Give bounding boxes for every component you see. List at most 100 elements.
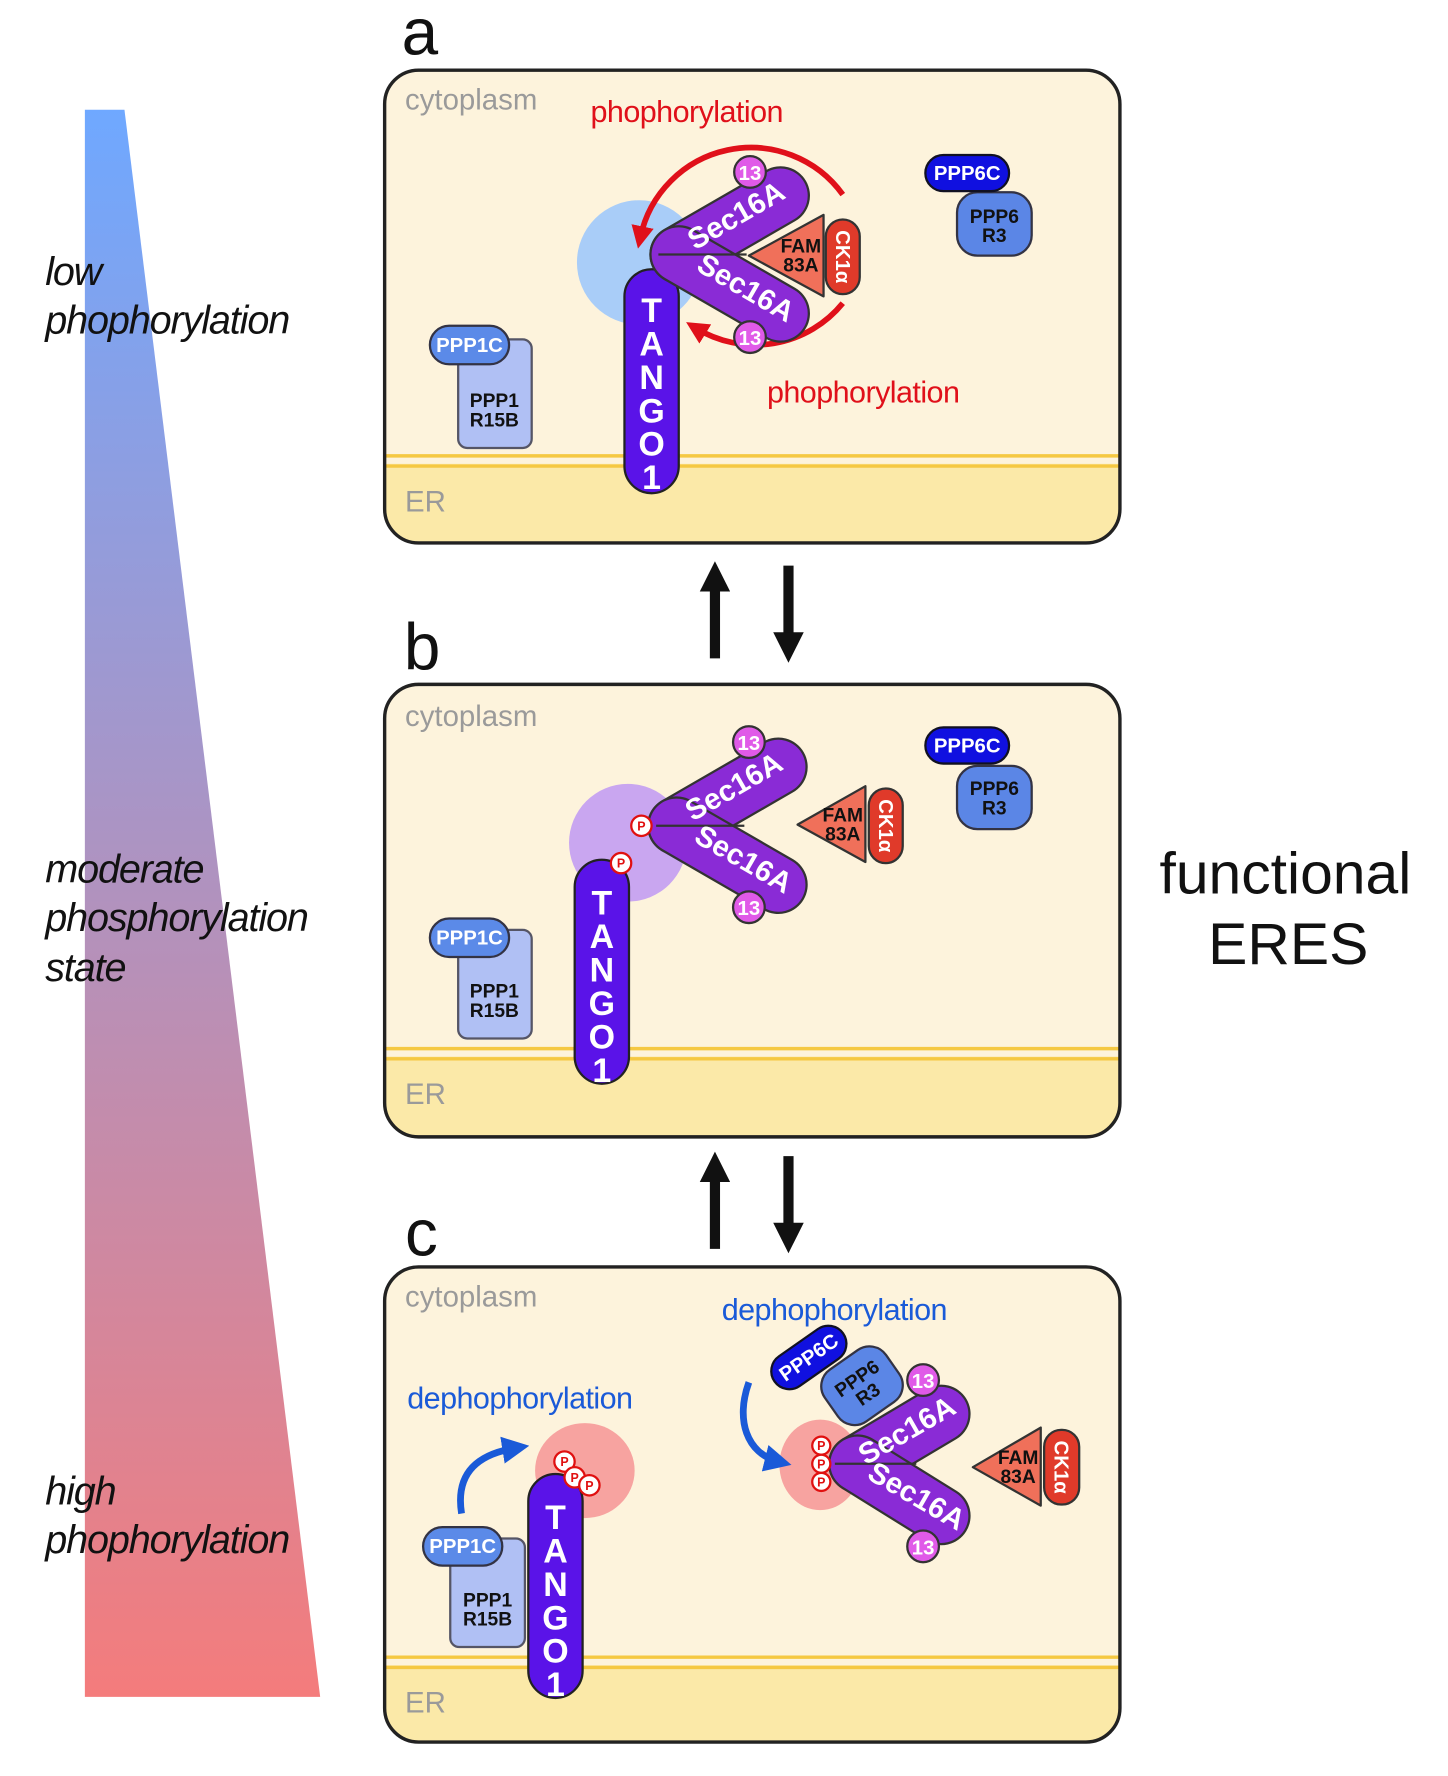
phospho-site: P — [609, 851, 633, 875]
phospho-label: P — [817, 1439, 825, 1453]
panel-b: b cytoplasm ER PPP1 R15B PPP1C PPP6 R3 P… — [382, 611, 1122, 1139]
ppp6r3: PPP6 R3 — [820, 1345, 904, 1427]
label-low: low — [45, 250, 105, 294]
label-high: high — [45, 1470, 115, 1514]
ck1a-label: CK1α — [1049, 1441, 1071, 1495]
ppp1r15b-label: R15B — [470, 410, 519, 431]
er-lumen — [384, 1056, 1120, 1137]
label-low-2: phophorylation — [44, 299, 289, 343]
fam83a-label: FAM — [822, 805, 863, 826]
phospho-label: P — [585, 1479, 593, 1493]
ppp1r15b-label: PPP1 — [470, 391, 519, 412]
phospho-label: P — [560, 1455, 568, 1469]
ppp1r15b-label: PPP1 — [470, 982, 519, 1003]
tango1-label: TANGO1 — [536, 1499, 574, 1700]
equilibrium-arrows-ab — [699, 561, 804, 663]
ppp1c-label: PPP1C — [436, 928, 503, 950]
ppp1c-label: PPP1C — [436, 335, 503, 357]
domain-13-label: 13 — [738, 898, 761, 920]
ppp1r15b-label: PPP1 — [463, 1590, 512, 1611]
sec16a-dimer: Sec16A Sec16A 13 13 — [647, 725, 808, 925]
fam83a — [747, 213, 825, 298]
ppp6r3-label: R3 — [982, 226, 1007, 247]
er-lumen — [384, 463, 1120, 543]
phospho-site: P — [578, 1473, 601, 1497]
domain-13-label: 13 — [739, 328, 762, 350]
low-phosphorylation-label: low phophorylation — [44, 250, 290, 343]
tango1 — [527, 1472, 584, 1700]
functional-label: functional — [1160, 842, 1412, 907]
ppp1r15b-label: R15B — [463, 1610, 512, 1631]
phospho-site: P — [630, 814, 653, 838]
panel-label: a — [402, 0, 439, 68]
fam83a-label: FAM — [781, 236, 822, 257]
phospho-site: P — [553, 1450, 576, 1473]
ck1a — [824, 218, 861, 296]
eres-label: ERES — [1208, 912, 1368, 977]
tango1 — [573, 858, 631, 1085]
domain-13 — [906, 1529, 941, 1564]
dephosphorylation-arrow-icon — [739, 1381, 792, 1472]
ppp1c — [421, 1526, 504, 1567]
phosphorylation-arrow-icon — [686, 301, 845, 348]
tango1-label: TANGO1 — [583, 885, 621, 1086]
ck1a — [867, 787, 904, 865]
ppp6c — [924, 726, 1011, 765]
panel-label: c — [405, 1197, 438, 1270]
er-label: ER — [405, 1687, 446, 1720]
ppp1r15b-label: R15B — [470, 1001, 519, 1022]
phospho-label: P — [617, 857, 625, 871]
domain-13 — [733, 320, 767, 355]
ppp6c-label: PPP6C — [934, 163, 1001, 185]
ppp6c-label: PPP6C — [934, 735, 1001, 757]
ppp6r3 — [955, 764, 1033, 831]
ck1a-label: CK1α — [874, 799, 896, 853]
high-phosphorylation-label: high phophorylation — [44, 1470, 290, 1563]
ck1a-label: CK1α — [831, 230, 853, 284]
domain-13-label: 13 — [738, 733, 761, 755]
ppp1c — [428, 324, 511, 366]
label-moderate-2: phosphorylation — [44, 896, 308, 940]
label-moderate-3: state — [45, 946, 125, 990]
phosphorylation-label: phophorylation — [591, 95, 783, 129]
fam83a-label: 83A — [1000, 1467, 1035, 1488]
domain-13 — [733, 154, 767, 189]
phospho-label: P — [637, 819, 645, 833]
phospho-site: P — [811, 1435, 832, 1456]
cytoplasm-label: cytoplasm — [405, 84, 537, 117]
dephosphorylation-label: dephophorylation — [407, 1381, 632, 1415]
ppp6r3 — [955, 191, 1033, 257]
er-label: ER — [405, 485, 446, 518]
fam83a-label: 83A — [825, 824, 860, 845]
fam83a-label: 83A — [783, 255, 818, 276]
label-moderate: moderate — [45, 847, 203, 891]
phospho-label: P — [817, 1475, 825, 1489]
phospho-site: P — [811, 1453, 832, 1474]
panel-c: c cytoplasm ER dephophorylation dephopho… — [382, 1197, 1122, 1744]
fam83a-label: FAM — [998, 1448, 1039, 1469]
tango1-label: TANGO1 — [633, 292, 671, 493]
domain-13 — [906, 1363, 941, 1398]
phospho-label: P — [571, 1471, 579, 1485]
cytoplasm-label: cytoplasm — [405, 700, 537, 733]
phosphorylation-label: phophorylation — [767, 376, 959, 410]
phospho-label: P — [817, 1457, 825, 1471]
ppp6r3-label: PPP6 — [970, 779, 1019, 800]
ppp6r3-label: PPP6 — [970, 207, 1019, 228]
ppp1c — [428, 917, 511, 959]
ck1a — [1043, 1428, 1081, 1506]
ppp6c — [924, 153, 1011, 193]
cytoplasm-label: cytoplasm — [405, 1281, 537, 1314]
er-lumen — [384, 1665, 1120, 1743]
domain-13-label: 13 — [739, 163, 762, 185]
panel-a: a cytoplasm ER phophorylation phophoryla… — [382, 0, 1122, 545]
equilibrium-arrows-bc — [699, 1151, 804, 1254]
domain-13-label: 13 — [912, 1371, 935, 1393]
panel-label: b — [404, 611, 441, 684]
dephosphorylation-label: dephophorylation — [722, 1293, 947, 1327]
ppp6r3-label: R3 — [982, 798, 1007, 819]
domain-13-label: 13 — [912, 1537, 935, 1559]
phosphorylation-gradient-wedge — [84, 109, 321, 1697]
domain-13 — [731, 725, 766, 760]
phosphorylation-arrow-icon — [631, 144, 846, 249]
